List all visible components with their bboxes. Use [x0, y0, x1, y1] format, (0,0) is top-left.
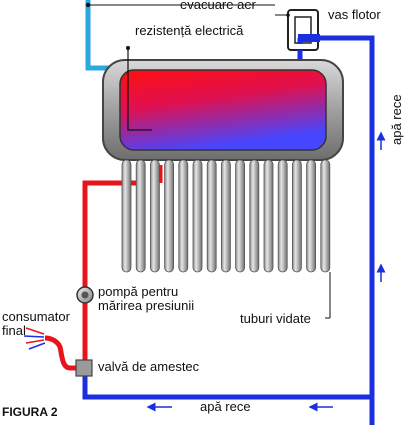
label-apa-rece-vertical: apă rece	[389, 94, 404, 145]
figure-caption: FIGURA 2	[2, 405, 58, 419]
vacuum-tube	[206, 159, 217, 273]
label-tuburi-vidate: tuburi vidate	[240, 311, 311, 326]
vacuum-tube	[192, 159, 203, 273]
vacuum-tube	[164, 159, 175, 273]
hot-water-pipe	[82, 165, 143, 368]
label-valva-amestec: valvă de amestec	[98, 359, 200, 374]
vacuum-tube	[320, 159, 331, 273]
cold-water-pipe	[300, 35, 375, 425]
air-vent-pipe	[85, 0, 112, 71]
vacuum-tube	[291, 159, 302, 273]
label-evacuare-aer: evacuare aer	[180, 0, 256, 12]
vacuum-tube	[149, 159, 160, 273]
cold-water-bottom-pipe	[82, 368, 372, 400]
vacuum-tubes	[121, 159, 331, 273]
vacuum-tube	[306, 159, 317, 273]
mixing-valve	[75, 359, 93, 377]
label-consumator-line2: final	[2, 323, 26, 338]
vacuum-tube	[178, 159, 189, 273]
vacuum-tube	[249, 159, 260, 273]
label-consumator-line1: consumator	[2, 309, 70, 324]
vacuum-tube	[235, 159, 246, 273]
vacuum-tube	[121, 159, 132, 273]
label-pompa-line1: pompă pentru	[98, 284, 179, 299]
label-rezistenta-electrica: rezistență electrică	[135, 23, 244, 38]
vacuum-tube	[135, 159, 146, 273]
label-vas-flotor: vas flotor	[328, 7, 381, 22]
vacuum-tube	[220, 159, 231, 273]
consumer-outlet	[23, 327, 46, 350]
label-apa-rece-bottom: apă rece	[200, 399, 251, 414]
vacuum-tube	[263, 159, 274, 273]
label-pompa-line2: mărirea presiunii	[98, 298, 195, 313]
tank-water	[119, 69, 327, 151]
electric-resistance	[127, 48, 152, 131]
consumer-pipe	[44, 335, 85, 371]
vacuum-tube	[277, 159, 288, 273]
